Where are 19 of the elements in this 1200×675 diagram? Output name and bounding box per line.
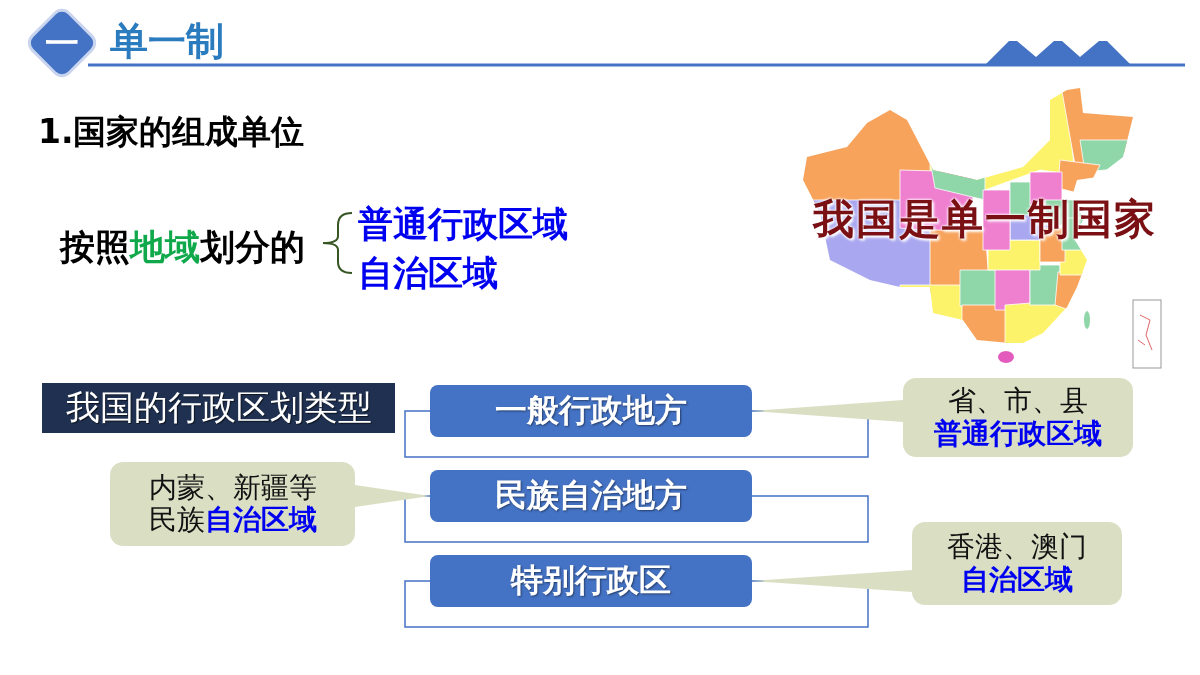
callout-pointer	[355, 485, 430, 507]
callout-bubble	[903, 378, 1133, 457]
category-text: 普通行政区域	[934, 417, 1102, 450]
section-heading: 1.国家的组成单位	[38, 111, 305, 153]
region-type-box: 民族自治地方	[430, 470, 752, 522]
heading-box: 我国的行政区划类型	[42, 383, 395, 433]
classification-text: 按照地域划分的	[60, 226, 305, 269]
slide-title: 单一制	[110, 18, 224, 65]
region-type-box: 一般行政地方	[430, 385, 752, 437]
region-type-box: 特别行政区	[430, 555, 752, 607]
region-term: 自治区域	[358, 252, 498, 295]
region-term: 普通行政区域	[358, 203, 568, 246]
category-text: 自治区域	[961, 563, 1073, 596]
callout-text: 内蒙、新疆等民族自治区域	[147, 471, 318, 537]
callout-text: 香港、澳门	[947, 531, 1087, 564]
callout-bubble	[912, 522, 1122, 605]
callout-bubble	[110, 462, 355, 546]
callout-text: 省、市、县	[948, 385, 1088, 418]
section-number: 一	[44, 22, 80, 65]
